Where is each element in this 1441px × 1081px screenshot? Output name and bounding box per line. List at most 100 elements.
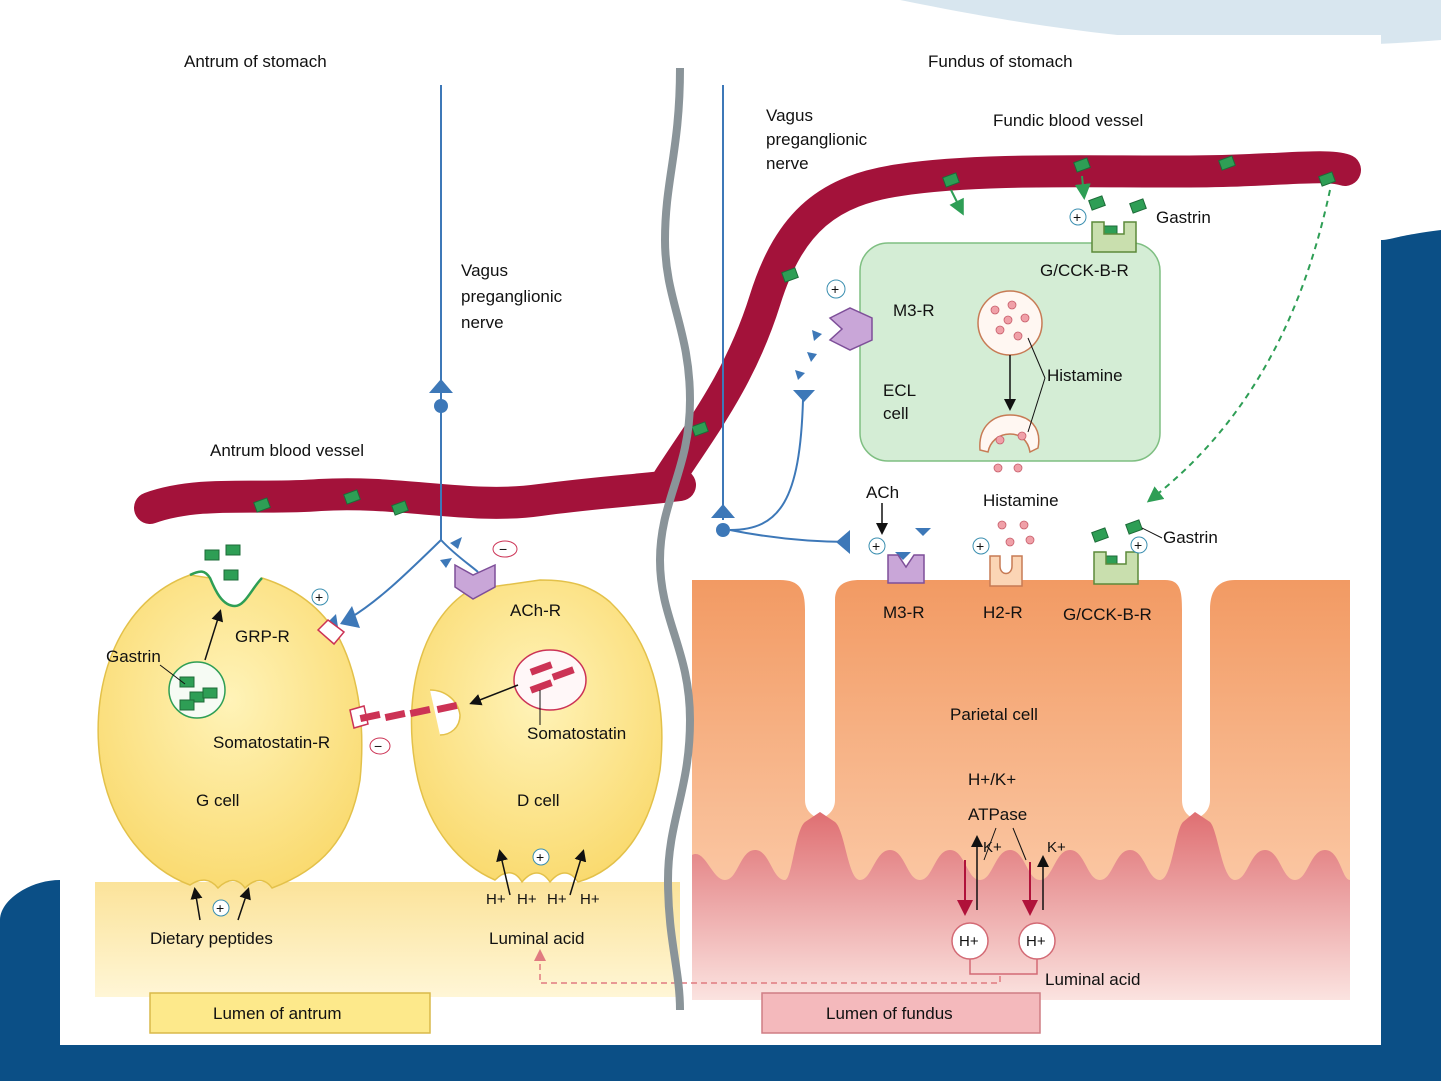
postganglionic-branch-ecl <box>729 399 804 531</box>
antrum-vessel-label: Antrum blood vessel <box>210 441 364 460</box>
atpase-label: ATPase <box>968 805 1027 824</box>
h2r-label: H2-R <box>983 603 1023 622</box>
luminal-acid-fundus-label: Luminal acid <box>1045 970 1140 989</box>
gcck-receptor-parietal <box>1093 551 1139 585</box>
nerve-terminal-icon <box>836 530 850 554</box>
acid-sensing-arrow <box>569 849 587 896</box>
gastrin-granules-parietal <box>1091 519 1143 567</box>
plus-icon <box>1069 208 1087 226</box>
plus-icon <box>212 899 230 917</box>
lumen-fundus-box <box>761 992 1041 1034</box>
vagus-antrum-label-2: preganglionic <box>461 287 563 306</box>
acid-sensing-arrow <box>496 849 511 896</box>
histamine-granules <box>990 300 1035 547</box>
gastrin-pointer <box>1141 527 1163 539</box>
parietal-cell-label: Parietal cell <box>950 705 1038 724</box>
g-cell-label: G cell <box>196 791 239 810</box>
gastrin-vesicle-granules <box>179 676 218 711</box>
m3-receptor-ecl <box>828 307 873 351</box>
vagus-fundus-label-1: Vagus <box>766 106 813 125</box>
nerve-terminal-icon <box>711 504 735 518</box>
minus-icon <box>369 737 391 755</box>
vagus-antrum-label-1: Vagus <box>461 261 508 280</box>
m3-receptor-parietal <box>887 554 925 584</box>
gastrin-secretion-arrow <box>204 609 224 661</box>
somatostatin-molecules <box>359 661 575 722</box>
plus-symbol: + <box>1073 209 1081 225</box>
lumen-antrum-label: Lumen of antrum <box>213 1004 342 1023</box>
dietary-peptides-label: Dietary peptides <box>150 929 273 948</box>
h-plus-label: H+ <box>580 891 600 908</box>
plus-icon <box>1130 536 1148 554</box>
ach-r-label: ACh-R <box>510 601 561 620</box>
h-ion-label: H+ <box>959 933 979 950</box>
gcck-label-parietal: G/CCK-B-R <box>1063 605 1152 624</box>
fundic-blood-vessel <box>652 151 1361 496</box>
fundus-lumen-area <box>692 812 1350 1000</box>
nerve-terminal-icon <box>340 606 360 628</box>
gastrin-pointer <box>159 664 186 685</box>
luminal-acid-bracket <box>969 959 1038 975</box>
plus-icon <box>826 279 846 299</box>
histamine-pointer <box>1027 337 1046 379</box>
antrum-lumen-area <box>95 882 680 997</box>
d-cell <box>410 579 663 884</box>
gastrin-label-top: Gastrin <box>1156 208 1211 227</box>
vagus-fundus-label-2: preganglionic <box>766 130 868 149</box>
g-cell-secretion-site <box>189 570 263 608</box>
peptide-arrow <box>190 887 203 921</box>
grp-neuron-branch <box>349 539 442 619</box>
nerve-terminal-icon <box>793 390 815 402</box>
k-label-left: K+ <box>983 839 1002 856</box>
histamine-label-released: Histamine <box>983 491 1059 510</box>
gastrin-gcell-label: Gastrin <box>106 647 161 666</box>
vagus-antrum-label-3: nerve <box>461 313 504 332</box>
gastrin-label-parietal: Gastrin <box>1163 528 1218 547</box>
gastrin-diffusion-arrow <box>949 189 964 216</box>
peptide-arrow <box>237 887 251 921</box>
somatostatin-label: Somatostatin <box>527 724 626 743</box>
acid-feedback-dashed-arrow <box>534 949 1001 984</box>
lumen-fundus-label: Lumen of fundus <box>826 1004 953 1023</box>
gastrin-granules-gcell <box>204 544 241 581</box>
plus-symbol: + <box>536 849 544 865</box>
histamine-pointer <box>1027 377 1046 433</box>
gastrin-granules-vessel <box>253 155 1336 516</box>
somatostatin-secretion-site <box>429 689 461 736</box>
somatostatin-secretion-arrow <box>469 684 519 706</box>
h-ion-label: H+ <box>1026 933 1046 950</box>
atpase-pointer <box>983 827 997 861</box>
decorative-header-photo <box>900 0 1441 46</box>
fundus-title: Fundus of stomach <box>928 52 1073 71</box>
somatostatin-receptor <box>349 705 369 729</box>
antrum-blood-vessel <box>134 469 696 524</box>
ecl-cell-label-1: ECL <box>883 381 916 400</box>
plus-icon <box>868 537 886 555</box>
plus-symbol: + <box>976 538 984 554</box>
luminal-acid-antrum-label: Luminal acid <box>489 929 584 948</box>
gcck-label-ecl: G/CCK-B-R <box>1040 261 1129 280</box>
plus-icon <box>532 848 550 866</box>
nerve-ganglion-icon <box>434 399 448 413</box>
plus-symbol: + <box>1134 537 1142 553</box>
hk-label: H+/K+ <box>968 770 1016 789</box>
histamine-label-ecl: Histamine <box>1047 366 1123 385</box>
ach-receptor <box>454 563 496 600</box>
plus-symbol: + <box>315 589 323 605</box>
antrum-fundus-separator <box>655 67 695 1011</box>
nerve-terminal-icon <box>429 379 453 393</box>
h-plus-label: H+ <box>517 891 537 908</box>
gastrin-diffusion-arrow <box>1074 175 1091 200</box>
fundic-vessel-label: Fundic blood vessel <box>993 111 1143 130</box>
ach-molecules <box>795 330 931 560</box>
plus-icon <box>311 588 329 606</box>
g-cell <box>97 574 363 890</box>
plus-symbol: + <box>872 538 880 554</box>
m3r-label-parietal: M3-R <box>883 603 925 622</box>
nerve-ganglion-icon <box>716 523 730 537</box>
k-label-right: K+ <box>1047 839 1066 856</box>
h-plus-label: H+ <box>486 891 506 908</box>
plus-symbol: + <box>831 281 839 297</box>
plus-symbol: + <box>216 900 224 916</box>
